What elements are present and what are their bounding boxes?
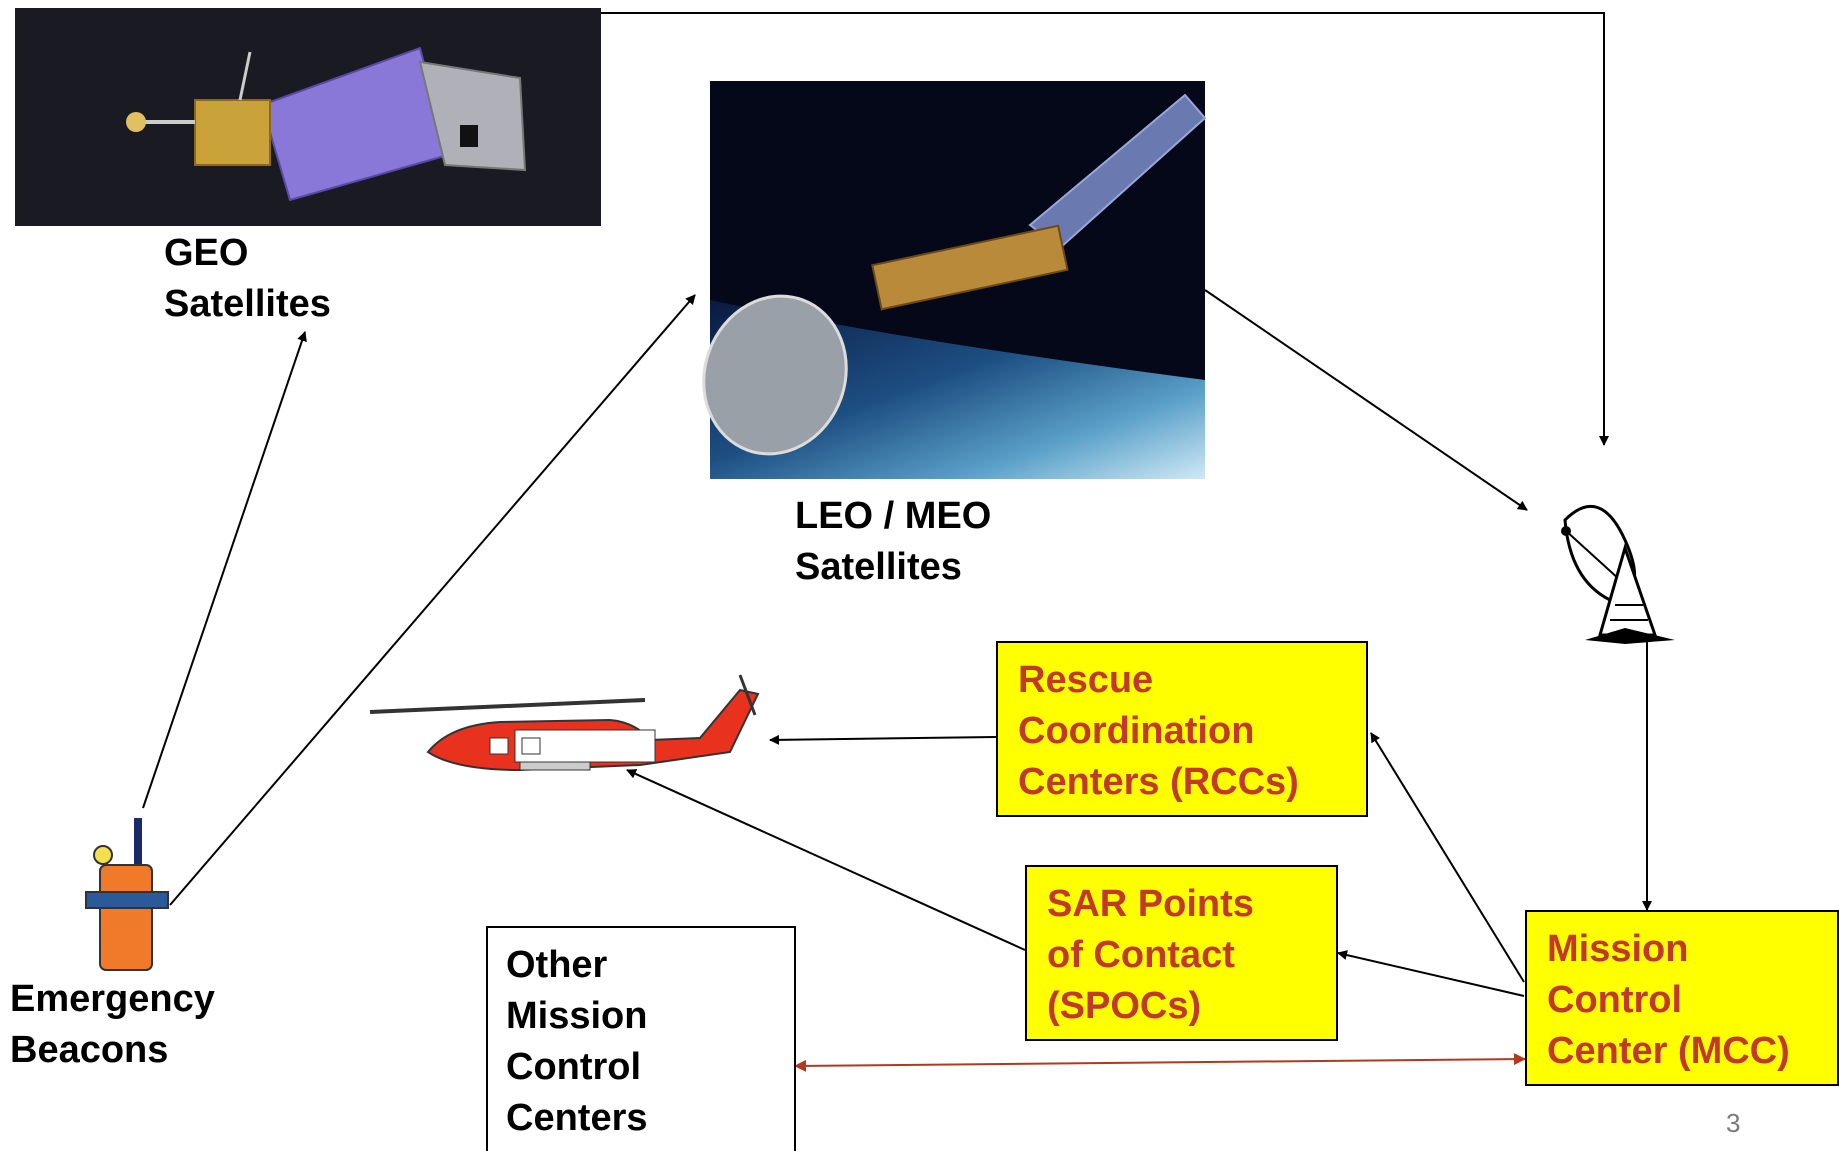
arrow-mcc-to-rcc (1370, 732, 1525, 983)
other-mcc-label: Other Mission Control Centers (506, 944, 648, 1139)
spoc-label: SAR Points of Contact (SPOCs) (1047, 883, 1254, 1027)
emergency-beacons-label: Emergency Beacons (10, 978, 215, 1071)
rcc-label: Rescue Coordination Centers (RCCs) (1018, 659, 1299, 803)
arrow-beacon-to-geo (142, 331, 307, 809)
arrow-mcc-other-mcc (794, 1053, 1526, 1072)
arrow-spoc-to-helicopter (626, 769, 1026, 951)
geo-satellites-label: GEO Satellites (164, 232, 331, 325)
rcc-box: Rescue Coordination Centers (RCCs) (996, 641, 1368, 817)
leo-meo-satellite-photo (702, 81, 1207, 479)
emergency-beacon-icon (85, 818, 169, 971)
spoc-box: SAR Points of Contact (SPOCs) (1025, 865, 1338, 1041)
mcc-label: Mission Control Center (MCC) (1547, 928, 1790, 1072)
arrow-beacon-to-leo (169, 294, 696, 906)
other-mcc-box: Other Mission Control Centers (486, 926, 796, 1151)
mcc-box: Mission Control Center (MCC) (1525, 910, 1839, 1086)
arrow-rcc-to-helicopter (769, 734, 997, 745)
arrow-leo-to-groundstation (1204, 289, 1528, 511)
geo-satellite-photo (15, 8, 601, 226)
satellite-dish-icon (1561, 504, 1675, 644)
arrow-geo-to-groundstation (601, 12, 1609, 446)
leo-meo-satellites-label: LEO / MEO Satellites (795, 495, 992, 588)
arrow-mcc-to-spoc (1337, 950, 1525, 997)
page-number: 3 (1726, 1108, 1741, 1138)
arrows (142, 12, 1652, 997)
coast-guard-helicopter-icon (369, 674, 760, 772)
